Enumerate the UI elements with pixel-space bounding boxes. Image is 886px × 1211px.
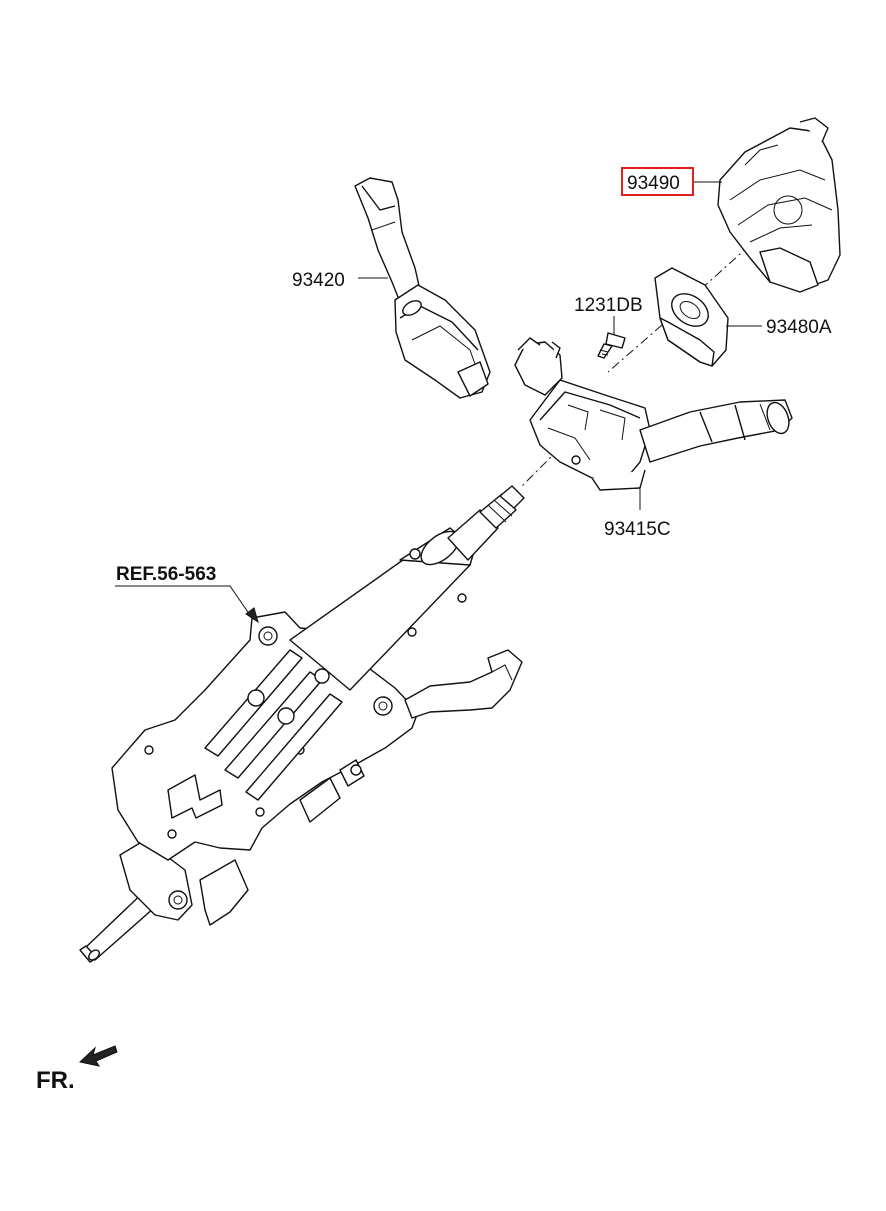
wiper-switch-93420[interactable] bbox=[354, 177, 491, 399]
part-number-93415c[interactable]: 93415C bbox=[604, 519, 671, 540]
leader-lines bbox=[115, 181, 762, 624]
highlight-box bbox=[621, 167, 694, 196]
part-labels: 93490 93420 1231DB 93480A 93415C REF.56-… bbox=[36, 167, 832, 1094]
part-number-93490[interactable]: 93490 bbox=[627, 173, 680, 194]
clock-spring-93490[interactable] bbox=[717, 117, 841, 293]
front-direction-arrow-icon bbox=[78, 1045, 118, 1067]
part-number-93480a[interactable]: 93480A bbox=[766, 317, 832, 338]
steering-column-assembly[interactable] bbox=[79, 485, 525, 963]
assembly-axis bbox=[519, 244, 751, 489]
multifunction-switch-93415c[interactable] bbox=[514, 337, 793, 491]
steering-angle-sensor-93480a[interactable] bbox=[654, 267, 729, 367]
screw-1231db[interactable] bbox=[597, 332, 626, 359]
reference-label[interactable]: REF.56-563 bbox=[116, 564, 216, 585]
front-orientation-label: FR. bbox=[36, 1067, 75, 1094]
part-number-93420[interactable]: 93420 bbox=[292, 270, 345, 291]
part-number-1231db[interactable]: 1231DB bbox=[574, 295, 643, 316]
